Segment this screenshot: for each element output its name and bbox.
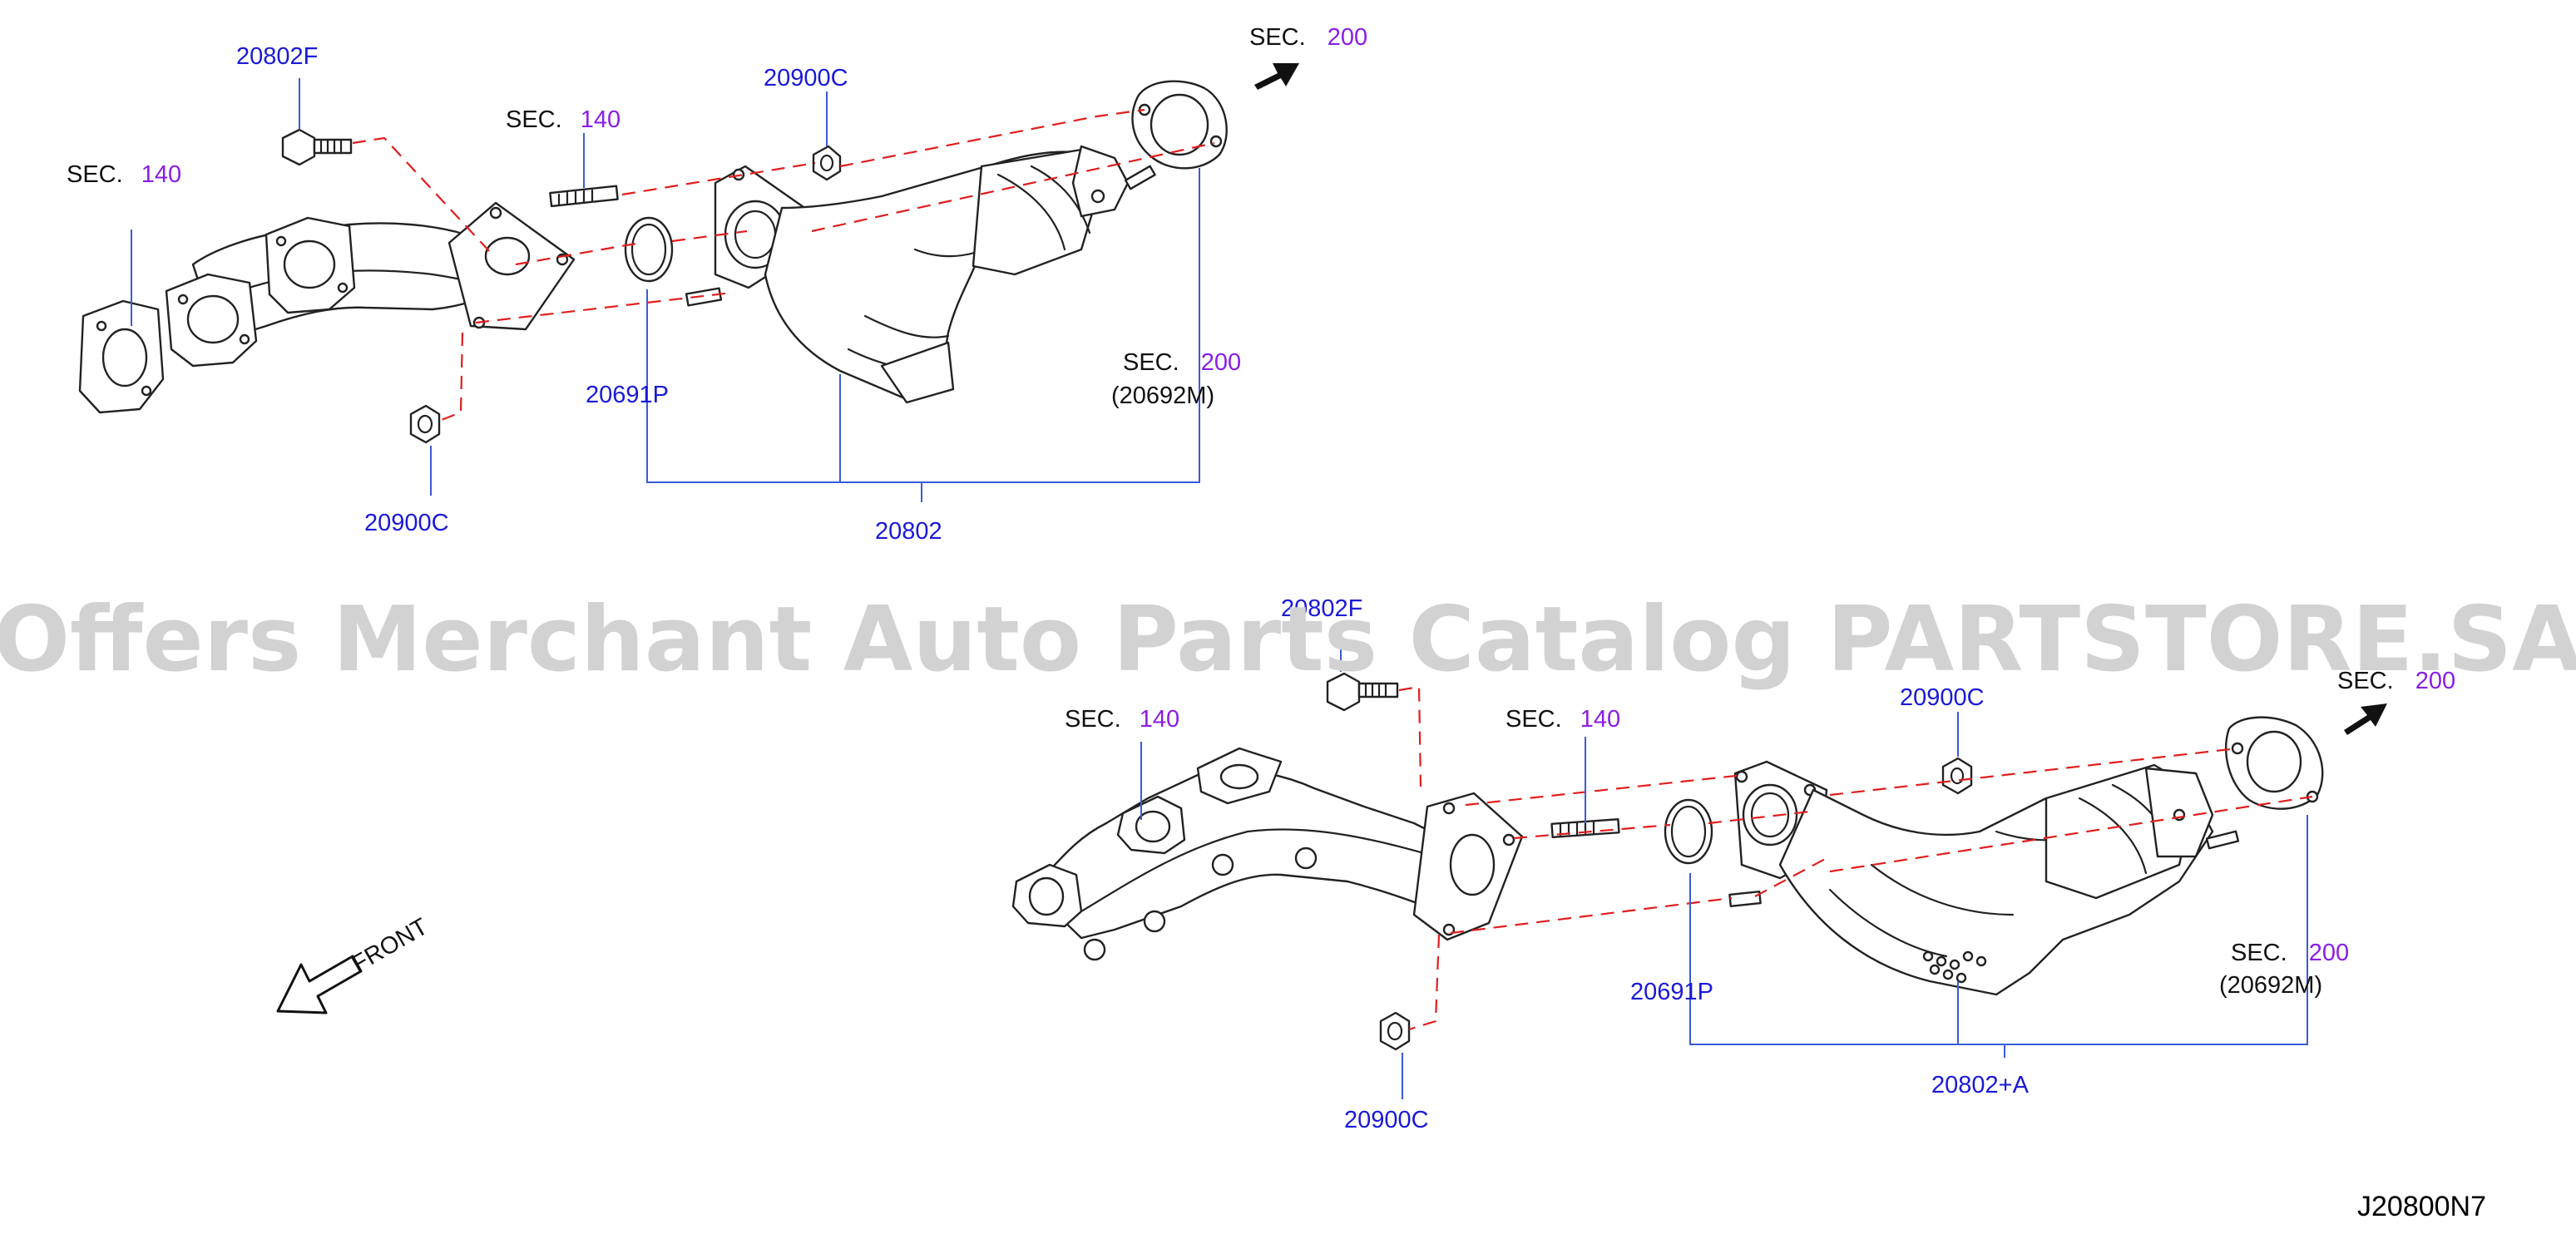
bottom-catalytic-converter — [1728, 760, 2240, 996]
bottom-heatshield-holes — [1922, 950, 1987, 984]
bottom-label-20691p: 20691P — [1630, 979, 1713, 1005]
bottom-gasket-ring-inner — [1670, 805, 1707, 858]
front-label: FRONT — [348, 913, 433, 978]
top-flange-gasket — [1131, 80, 1228, 170]
top-nut-lower — [409, 404, 441, 444]
top-leader-assembly-bracket — [646, 168, 1200, 502]
bottom-label-sec140-left: SEC.140 — [1065, 706, 1179, 733]
diagram-code: J20800N7 — [2357, 1191, 2486, 1222]
bottom-dashline-lower — [1450, 795, 2313, 935]
top-nut-upper — [812, 145, 842, 181]
bottom-leader-assembly-bracket — [1689, 815, 2308, 1058]
top-catalytic-converter — [685, 145, 1156, 404]
bottom-dashline-upper — [1465, 773, 1744, 807]
top-sec200-arrow-icon — [1254, 63, 1299, 90]
top-label-sec140-left: SEC.140 — [67, 161, 181, 188]
bottom-label-sec200-lower: SEC.200 — [2231, 940, 2349, 966]
bottom-sec200-arrow-icon — [2344, 703, 2387, 735]
bottom-label-20802a: 20802+A — [1931, 1072, 2030, 1098]
top-label-20900c-lower: 20900C — [364, 510, 449, 536]
bottom-gasket-ring — [1664, 798, 1713, 865]
top-label-20691p: 20691P — [586, 382, 669, 408]
top-gasket-ring — [624, 216, 674, 283]
watermark: Offers Merchant Auto Parts Catalog PARTS… — [0, 588, 2576, 692]
top-bolt-20802f — [281, 128, 353, 166]
top-label-20900c-upper: 20900C — [764, 65, 848, 91]
top-dashline-bolt — [352, 136, 492, 254]
bottom-dashline-center — [1513, 747, 2238, 840]
bottom-dashline-bolt — [1398, 685, 1422, 787]
bottom-label-20802f: 20802F — [1281, 595, 1362, 622]
top-label-20692m: (20692M) — [1111, 383, 1214, 409]
bottom-label-sec140-mid: SEC.140 — [1506, 706, 1620, 733]
bottom-flange-gasket — [2224, 716, 2324, 810]
bottom-label-sec200-arrow: SEC.200 — [2337, 668, 2455, 694]
top-label-20802: 20802 — [875, 518, 942, 545]
bottom-nut-lower — [1379, 1011, 1411, 1051]
front-indicator: FRONT — [276, 913, 433, 1014]
top-label-sec200-lower: SEC.200 — [1123, 349, 1241, 376]
top-label-20802f: 20802F — [236, 43, 318, 70]
bottom-nut-upper — [1941, 757, 1973, 795]
top-dashline-nut — [438, 332, 464, 422]
bottom-label-20692m: (20692M) — [2219, 972, 2322, 999]
bottom-label-20900c-upper: 20900C — [1900, 684, 1985, 711]
bottom-label-20900c-lower: 20900C — [1344, 1107, 1429, 1133]
bottom-exhaust-manifold — [1011, 747, 1524, 961]
top-dashline-center — [515, 141, 1215, 266]
bottom-assembly: 20802F SEC.140 SEC.140 20900C SEC.200 SE… — [1011, 595, 2455, 1133]
top-assembly: 20802F SEC.140 SEC.140 20900C SEC.200 SE… — [67, 24, 1367, 545]
front-arrow-icon — [276, 955, 363, 1014]
top-label-sec200-arrow: SEC.200 — [1249, 24, 1367, 51]
bottom-bolt-20802f — [1326, 672, 1399, 712]
top-stud — [549, 185, 619, 208]
top-gasket-ring-inner — [630, 223, 667, 276]
top-dashline-upper — [621, 108, 1145, 196]
bottom-dashline-nut — [1408, 934, 1441, 1031]
top-label-sec140-mid: SEC.140 — [506, 106, 621, 133]
top-exhaust-manifold — [78, 201, 576, 414]
